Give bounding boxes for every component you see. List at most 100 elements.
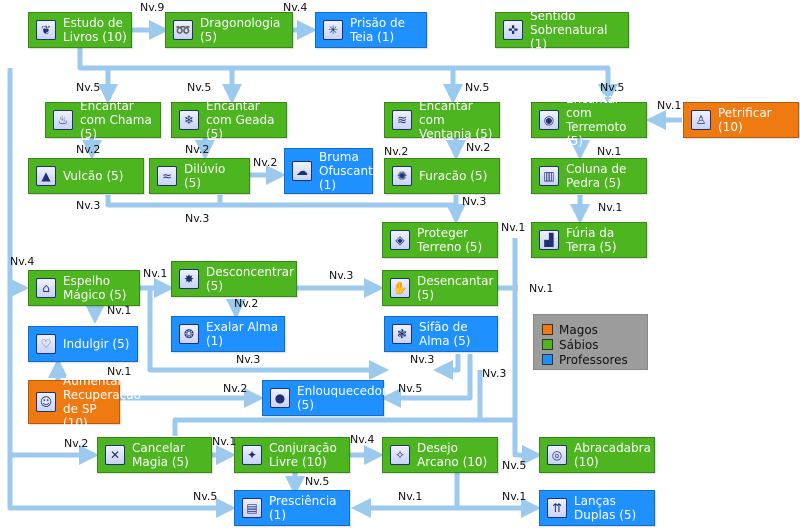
level-requirement: Nv.3 bbox=[329, 269, 354, 282]
skill-node-sifao[interactable]: ❃ Sifão de Alma (5) bbox=[384, 316, 498, 352]
skill-label: Desencantar (5) bbox=[417, 274, 494, 302]
skill-label: Encantar com Ventania (5) bbox=[419, 99, 493, 141]
legend: Magos Sábios Professores bbox=[533, 314, 648, 370]
skill-node-prisao[interactable]: ✳Prisão de Teia (1) bbox=[315, 12, 427, 48]
skill-node-indulgir[interactable]: ♡ Indulgir (5) bbox=[28, 326, 138, 362]
skill-label: Cancelar Magia (5) bbox=[132, 441, 189, 469]
skill-node-lancas[interactable]: ⇈Lanças Duplas (5) bbox=[539, 490, 655, 526]
skill-node-exalar[interactable]: ❂Exalar Alma (1) bbox=[171, 316, 285, 352]
skill-node-abracadabra[interactable]: ◎Abracadabra (10) bbox=[539, 437, 655, 473]
hand-icon: ✋ bbox=[390, 278, 410, 298]
web-icon: ✳ bbox=[323, 20, 343, 40]
skill-node-desencantar[interactable]: ✋ Desencantar (5) bbox=[382, 270, 498, 306]
skill-node-chama[interactable]: ♨Encantar com Chama (5) bbox=[45, 99, 161, 141]
flame-icon: ♨ bbox=[53, 110, 73, 130]
skill-node-espelho[interactable]: ⌂Espelho Mágico (5) bbox=[28, 270, 140, 306]
skill-node-cancelar[interactable]: ✕Cancelar Magia (5) bbox=[97, 437, 212, 473]
skill-node-petrificar[interactable]: ♙Petrificar (10) bbox=[683, 102, 799, 138]
skill-node-enlouq[interactable]: ●Enlouquecedor (5) bbox=[262, 380, 387, 416]
level-requirement: Nv.4 bbox=[10, 255, 35, 268]
level-requirement: Nv.1 bbox=[107, 365, 132, 378]
level-requirement: Nv.5 bbox=[305, 475, 330, 488]
skill-label: Desconcentrar (5) bbox=[206, 265, 294, 293]
quake-icon: ▟ bbox=[539, 230, 559, 250]
skill-label: Indulgir (5) bbox=[63, 337, 130, 351]
skill-label: Aumentar Recuperação de SP (10) bbox=[63, 374, 141, 430]
skill-node-diluvio[interactable]: ≈Dilúvio (5) bbox=[149, 158, 250, 194]
level-requirement: Nv.5 bbox=[398, 382, 423, 395]
skill-node-desconc[interactable]: ✸Desconcentrar (5) bbox=[171, 261, 297, 297]
level-requirement: Nv.4 bbox=[283, 1, 308, 14]
skill-node-aumentar[interactable]: ☺ Aumentar Recuperação de SP (10) bbox=[28, 374, 141, 430]
shield-icon: ◈ bbox=[390, 230, 410, 250]
heart-icon: ♡ bbox=[36, 334, 56, 354]
skill-label: Furacão (5) bbox=[419, 169, 488, 183]
level-requirement: Nv.1 bbox=[657, 99, 682, 112]
skill-label: Conjuração Livre (10) bbox=[269, 441, 337, 469]
scroll-icon: ▤ bbox=[242, 498, 262, 518]
skill-label: Sentido Sobrenatural (1) bbox=[530, 9, 608, 51]
skill-node-vulcao[interactable]: ▲Vulcão (5) bbox=[28, 158, 144, 194]
skill-label: Proteger Terreno (5) bbox=[417, 226, 483, 254]
skill-node-bruma[interactable]: ☁ Bruma Ofuscante (1) bbox=[284, 148, 381, 194]
level-requirement: Nv.2 bbox=[234, 297, 259, 310]
level-requirement: Nv.3 bbox=[185, 212, 210, 225]
skill-node-furacao[interactable]: ✺Furacão (5) bbox=[384, 158, 500, 194]
level-requirement: Nv.5 bbox=[600, 81, 625, 94]
level-requirement: Nv.1 bbox=[212, 435, 237, 448]
skill-label: Lanças Duplas (5) bbox=[574, 494, 637, 522]
level-requirement: Nv.2 bbox=[384, 145, 409, 158]
skill-label: Estudo de Livros (10) bbox=[63, 16, 127, 44]
skill-node-sentido[interactable]: ✜Sentido Sobrenatural (1) bbox=[495, 9, 629, 51]
legend-item: Sábios bbox=[542, 338, 599, 352]
skill-node-proteger[interactable]: ◈ Proteger Terreno (5) bbox=[382, 222, 498, 258]
skill-label: Dragonologia (5) bbox=[200, 16, 281, 44]
level-requirement: Nv.3 bbox=[410, 353, 435, 366]
skill-node-furia[interactable]: ▟Fúria da Terra (5) bbox=[531, 222, 647, 258]
level-requirement: Nv.3 bbox=[76, 199, 101, 212]
level-requirement: Nv.5 bbox=[187, 81, 212, 94]
statue-icon: ♙ bbox=[691, 110, 711, 130]
siphon-icon: ❃ bbox=[392, 324, 412, 344]
pillar-icon: ▥ bbox=[539, 166, 559, 186]
skill-node-geada[interactable]: ❄Encantar com Geada (5) bbox=[171, 99, 287, 141]
legend-item: Professores bbox=[542, 353, 628, 367]
wish-icon: ✧ bbox=[390, 445, 410, 465]
level-requirement: Nv.1 bbox=[143, 267, 168, 280]
skill-node-coluna[interactable]: ▥Coluna de Pedra (5) bbox=[531, 158, 647, 194]
level-requirement: Nv.5 bbox=[465, 81, 490, 94]
mist-icon: ☁ bbox=[292, 161, 312, 181]
skill-label: Presciência (1) bbox=[269, 494, 337, 522]
level-requirement: Nv.1 bbox=[107, 304, 132, 317]
level-requirement: Nv.1 bbox=[598, 201, 623, 214]
skill-label: Sifão de Alma (5) bbox=[419, 320, 471, 348]
eye-icon: ● bbox=[270, 388, 290, 408]
legend-label: Professores bbox=[559, 353, 628, 367]
skill-node-prescien[interactable]: ▤ Presciência (1) bbox=[234, 490, 350, 526]
legend-swatch bbox=[542, 354, 553, 365]
wave-icon: ≈ bbox=[157, 166, 177, 186]
magic-icon: ◎ bbox=[547, 445, 567, 465]
mirror-icon: ⌂ bbox=[36, 278, 56, 298]
skill-label: Exalar Alma (1) bbox=[206, 320, 279, 348]
spirit-icon: ☺ bbox=[36, 392, 56, 412]
skill-node-conjuracao[interactable]: ✦ Conjuração Livre (10) bbox=[234, 437, 350, 473]
level-requirement: Nv.1 bbox=[502, 490, 527, 503]
level-requirement: Nv.1 bbox=[597, 145, 622, 158]
skill-label: Bruma Ofuscante (1) bbox=[319, 150, 381, 192]
cast-icon: ✦ bbox=[242, 445, 262, 465]
earth-icon: ◉ bbox=[539, 110, 559, 130]
level-requirement: Nv.2 bbox=[253, 156, 278, 169]
skill-node-desejo[interactable]: ✧Desejo Arcano (10) bbox=[382, 437, 498, 473]
level-requirement: Nv.5 bbox=[76, 81, 101, 94]
level-requirement: Nv.2 bbox=[76, 143, 101, 156]
frost-icon: ❄ bbox=[179, 110, 199, 130]
skill-node-dragon[interactable]: ➿Dragonologia (5) bbox=[165, 12, 293, 48]
skill-node-estudo[interactable]: ❦Estudo de Livros (10) bbox=[28, 12, 132, 48]
legend-item: Magos bbox=[542, 323, 598, 337]
skill-node-terremoto[interactable]: ◉Encantar com Terremoto (5) bbox=[531, 92, 647, 148]
level-requirement: Nv.5 bbox=[193, 490, 218, 503]
skill-node-ventania[interactable]: ≋Encantar com Ventania (5) bbox=[384, 99, 500, 141]
